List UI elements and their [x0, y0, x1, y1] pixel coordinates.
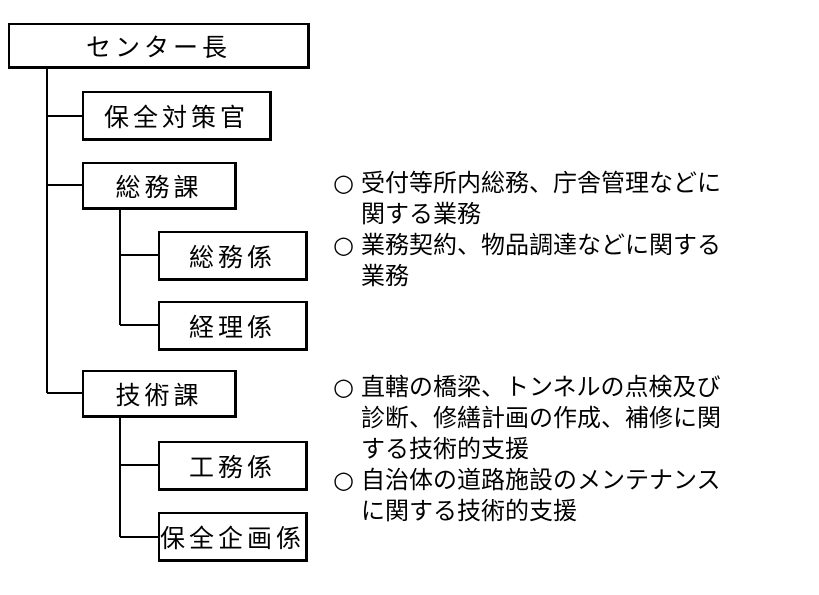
- duty-line: 受付等所内総務、庁舎管理などに: [361, 169, 721, 197]
- duty-line: 業務: [361, 262, 409, 290]
- accounting-section-box: 経理係: [158, 301, 308, 351]
- general-affairs-division-box: 総務課: [82, 162, 237, 210]
- duty-item: ○自治体の道路施設のメンテナンス に関する技術的支援: [333, 465, 721, 527]
- head-box: センター長: [8, 23, 310, 69]
- duty-bullet: ○: [333, 373, 354, 401]
- general-affairs-section-box: 総務係: [158, 231, 308, 281]
- duty-bullet: ○: [333, 466, 354, 494]
- engineering-duties: ○直轄の橋梁、トンネルの点検及び 診断、修繕計画の作成、補修に関 する技術的支援…: [333, 372, 721, 527]
- duty-line: 関する業務: [361, 200, 481, 228]
- duty-bullet: ○: [333, 169, 354, 197]
- general-affairs-duties: ○受付等所内総務、庁舎管理などに 関する業務 ○業務契約、物品調達などに関する …: [333, 168, 721, 292]
- duty-line: する技術的支援: [361, 435, 529, 463]
- conservation-officer-box: 保全対策官: [82, 91, 272, 141]
- duty-line: 業務契約、物品調達などに関する: [361, 231, 721, 259]
- engineering-division-box: 技術課: [82, 370, 237, 418]
- works-section-box: 工務係: [158, 441, 308, 491]
- duty-bullet: ○: [333, 231, 354, 259]
- duty-item: ○業務契約、物品調達などに関する 業務: [333, 230, 721, 292]
- duty-line: 直轄の橋梁、トンネルの点検及び: [361, 373, 721, 401]
- duty-line: 自治体の道路施設のメンテナンス: [361, 466, 721, 494]
- duty-item: ○受付等所内総務、庁舎管理などに 関する業務: [333, 168, 721, 230]
- duty-line: 診断、修繕計画の作成、補修に関: [361, 404, 721, 432]
- duty-line: に関する技術的支援: [361, 497, 577, 525]
- conservation-planning-section-box: 保全企画係: [158, 512, 308, 562]
- duty-item: ○直轄の橋梁、トンネルの点検及び 診断、修繕計画の作成、補修に関 する技術的支援: [333, 372, 721, 465]
